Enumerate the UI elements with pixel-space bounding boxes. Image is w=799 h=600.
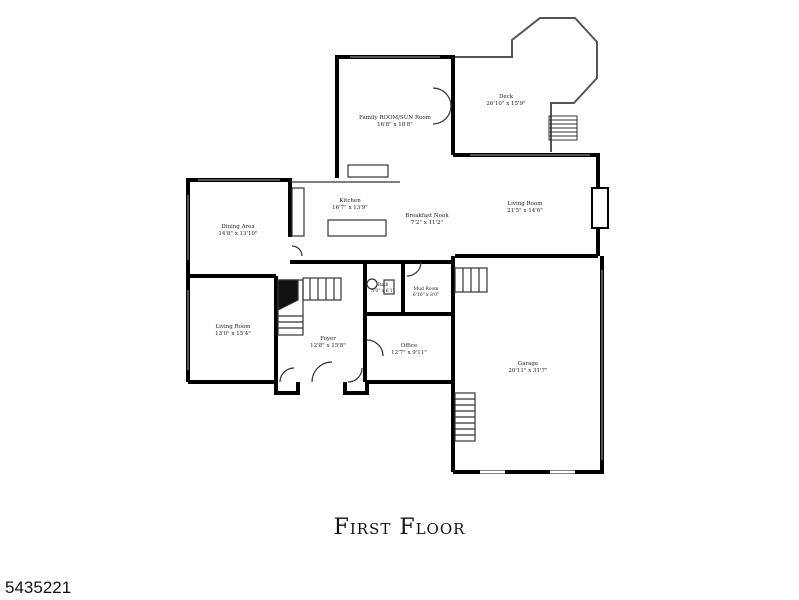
room-labels: Family ROOM/SUN Room 16'8" x 18'8" Deck … (215, 94, 547, 374)
room-dims: 5'0" x 6'1" (371, 288, 394, 294)
deck-stairs (548, 115, 578, 141)
room-dims: 21'5" x 14'6" (507, 208, 543, 214)
room-name: Bath (378, 282, 389, 288)
room-dims: 14'8" x 13'10" (218, 231, 257, 237)
listing-id: 5435221 (5, 578, 72, 597)
room-dims: 16'8" x 18'8" (377, 122, 413, 128)
room-dims: 6'10" x 8'0" (413, 292, 439, 298)
room-name: Dining Area (221, 224, 255, 230)
room-name: Living Room (215, 324, 251, 330)
interior-lines (187, 56, 609, 474)
room-dims: 13'0" x 15'4" (215, 331, 251, 337)
room-name: Mud Room (414, 286, 440, 292)
room-name: Breakfast Nook (405, 213, 449, 219)
floor-title: First Floor (333, 515, 466, 540)
room-name: Garage (518, 361, 538, 367)
room-name: Living Room (507, 201, 543, 207)
deck-outline (453, 17, 598, 152)
room-name: Foyer (320, 336, 336, 342)
room-dims: 12'7" x 9'11" (391, 350, 427, 356)
room-name: Deck (499, 94, 514, 100)
floor-plan: Family ROOM/SUN Room 16'8" x 18'8" Deck … (186, 17, 609, 474)
room-dims: 7'2" x 11'2" (411, 220, 443, 226)
room-dims: 16'7" x 13'9" (332, 205, 368, 211)
room-name: Kitchen (339, 198, 361, 204)
exterior-walls (186, 55, 604, 474)
room-dims: 20'11" x 31'7" (508, 368, 547, 374)
room-name: Office (401, 343, 418, 349)
room-name: Family ROOM/SUN Room (359, 115, 432, 121)
room-dims: 12'8" x 15'8" (310, 343, 346, 349)
room-dims: 26'10" x 15'9" (486, 101, 525, 107)
